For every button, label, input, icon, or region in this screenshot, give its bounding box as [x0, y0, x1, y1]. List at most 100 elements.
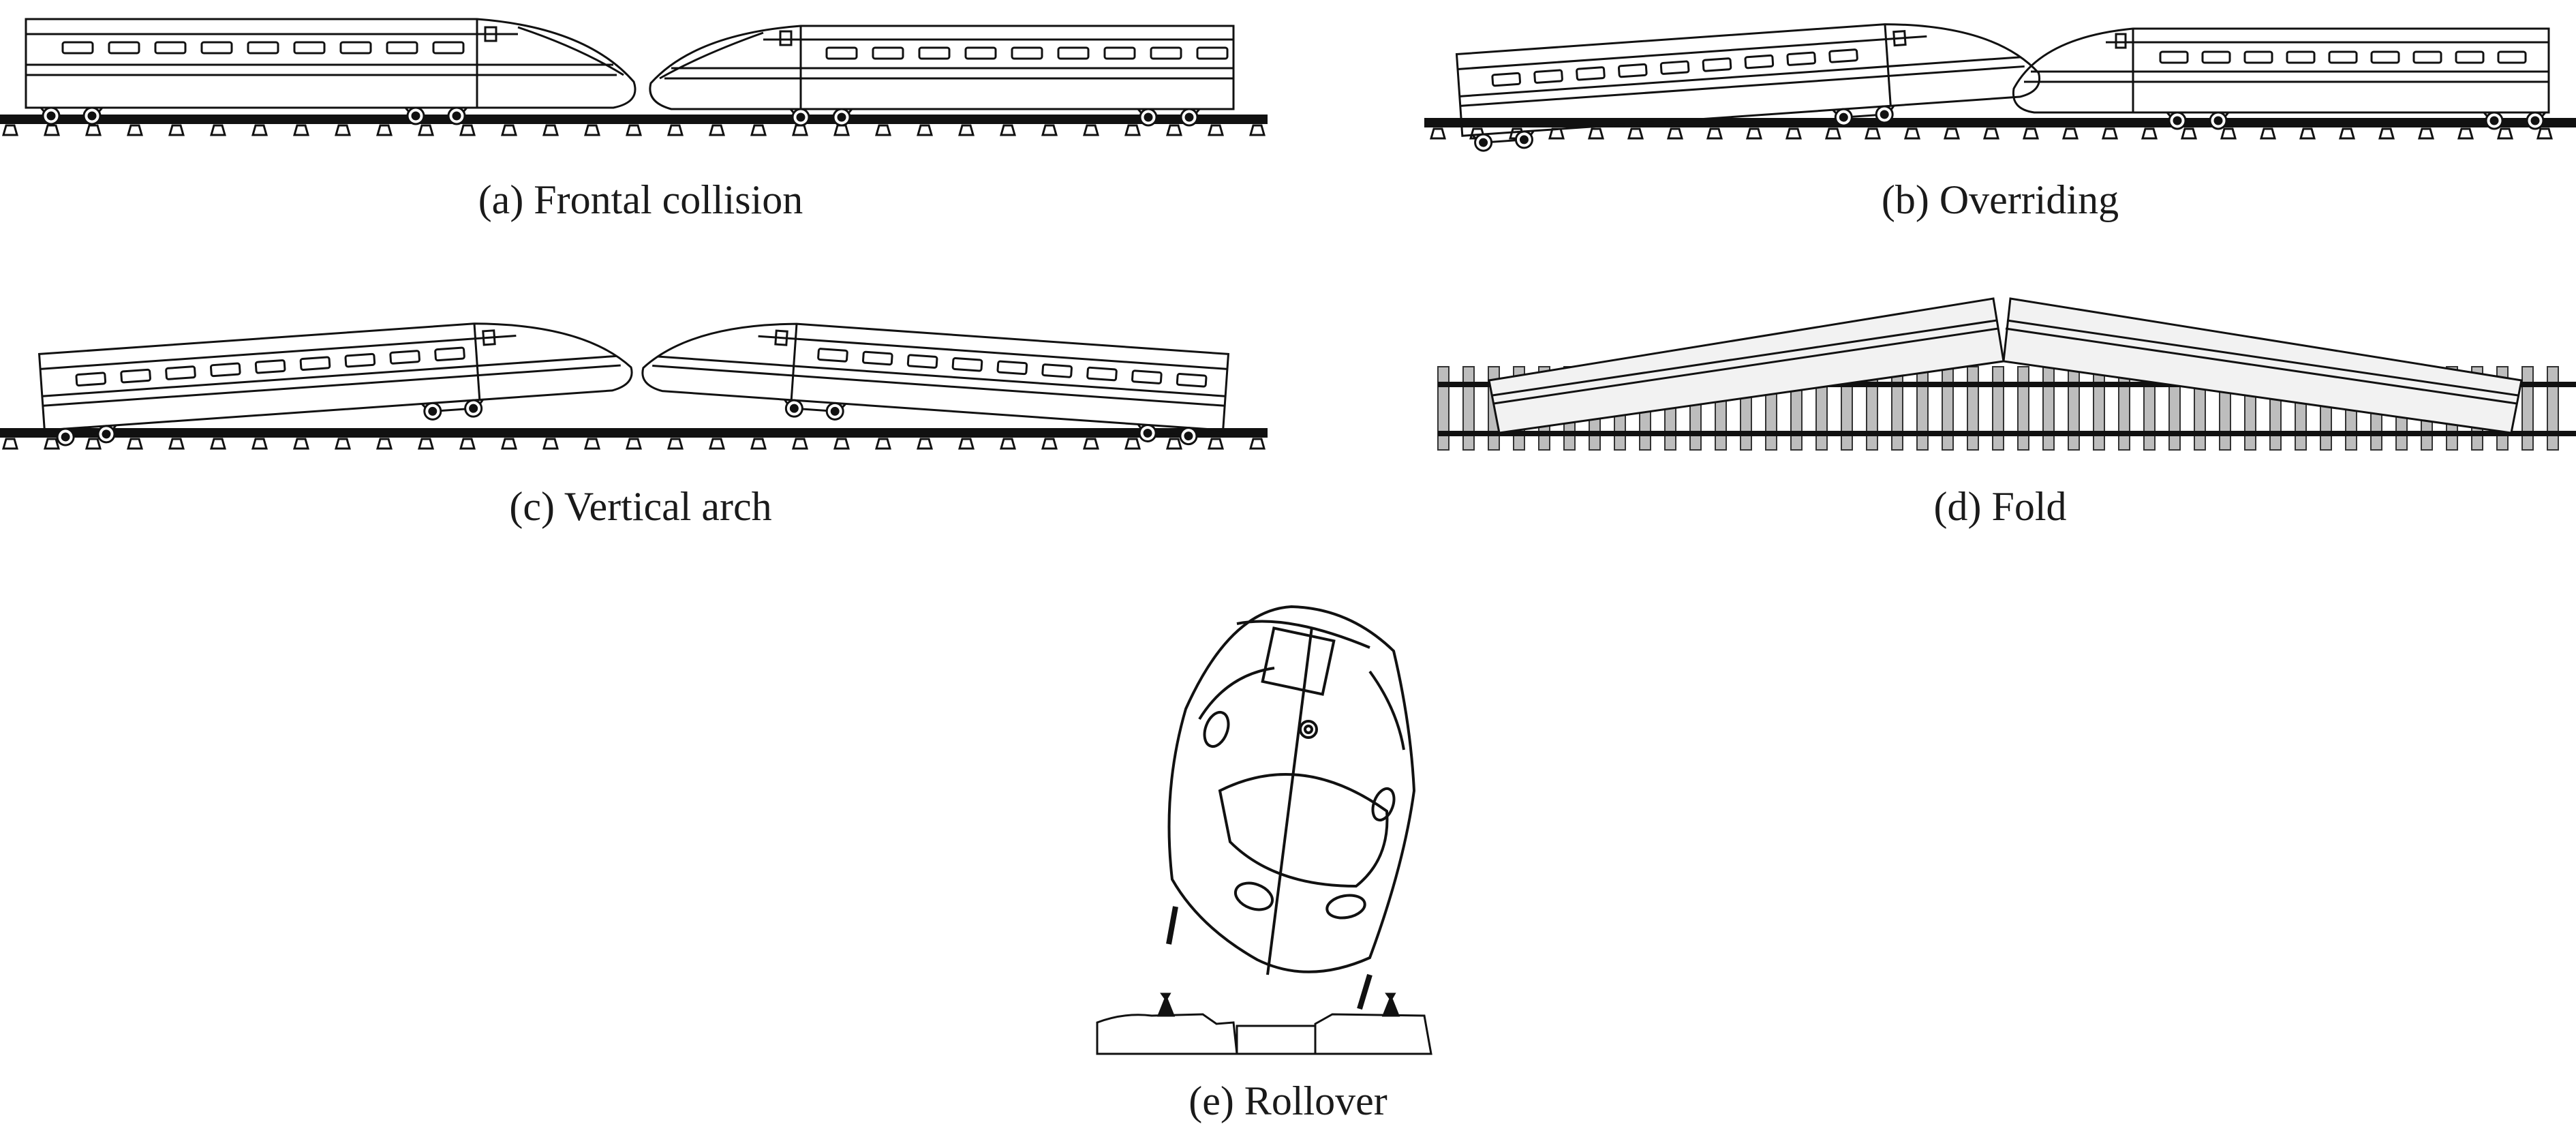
window — [209, 362, 241, 378]
window-row — [1491, 48, 1858, 87]
sleeper — [1249, 438, 1266, 450]
sleeper — [168, 124, 185, 136]
wheel-hub — [61, 432, 70, 442]
window — [299, 356, 331, 371]
sleeper — [1249, 124, 1266, 136]
window — [817, 348, 848, 363]
sleeper — [44, 438, 60, 450]
wheel-hub — [789, 404, 799, 413]
wheel-hub — [2489, 116, 2499, 125]
sleeper — [958, 438, 975, 450]
rail — [1424, 118, 2576, 127]
bogie — [2483, 111, 2547, 130]
tie — [1967, 366, 1979, 451]
window — [434, 346, 465, 362]
sleeper — [875, 124, 891, 136]
car-fold-right — [2002, 297, 2523, 434]
rail-lower — [1438, 431, 2576, 436]
sleeper — [127, 438, 143, 450]
sleeper — [85, 124, 102, 136]
window — [2159, 50, 2189, 64]
window — [1086, 366, 1118, 382]
tie — [2093, 366, 2105, 451]
window — [2286, 50, 2316, 64]
window — [1617, 63, 1648, 78]
sleeper — [2023, 127, 2039, 140]
tie — [1916, 366, 1929, 451]
wheel-hub — [1184, 112, 1194, 122]
sleeper — [1000, 438, 1016, 450]
sleeper — [127, 124, 143, 136]
wheel-hub — [452, 111, 461, 121]
sleeper — [459, 124, 476, 136]
sleeper — [210, 124, 226, 136]
sleeper — [293, 438, 309, 450]
sleepers — [2, 438, 1266, 450]
sleeper — [1166, 438, 1182, 450]
train-arch-left — [37, 322, 633, 446]
wheel-hub — [837, 112, 846, 122]
sleeper — [2418, 127, 2434, 140]
caption-vertical-arch: (c) Vertical arch — [509, 484, 772, 529]
window — [2328, 50, 2358, 64]
window — [1196, 46, 1229, 60]
bogie — [40, 106, 104, 125]
train-right — [649, 25, 1235, 127]
window — [61, 41, 94, 55]
sleeper — [2457, 127, 2474, 140]
window — [200, 41, 233, 55]
panel-vertical-arch: (c) Vertical arch — [0, 286, 1281, 539]
window — [247, 41, 279, 55]
wheel-hub — [87, 111, 97, 121]
window — [2201, 50, 2231, 64]
tie — [1992, 366, 2004, 451]
sleeper — [1904, 127, 1920, 140]
caption-frontal-collision: (a) Frontal collision — [478, 177, 803, 222]
wheel-hub — [1479, 138, 1488, 147]
sleeper — [2102, 127, 2118, 140]
rail-upper — [1438, 382, 2576, 387]
window — [964, 46, 997, 60]
tie — [2017, 366, 2029, 451]
window-row — [75, 346, 465, 386]
wheel-hub — [2530, 116, 2540, 125]
rollover-illustration — [1096, 605, 1432, 1055]
tie — [1891, 366, 1903, 451]
sleeper — [1944, 127, 1960, 140]
sleeper — [917, 124, 933, 136]
sleeper — [1124, 438, 1141, 450]
sleeper — [2, 438, 18, 450]
sleeper — [875, 438, 891, 450]
window — [2243, 50, 2273, 64]
window — [2370, 50, 2400, 64]
sleeper — [1166, 124, 1182, 136]
sleeper — [584, 438, 600, 450]
wheel-hub — [428, 406, 438, 416]
window-row — [2159, 50, 2527, 64]
sleeper — [626, 438, 642, 450]
sleeper — [2220, 127, 2237, 140]
panel-fold: (d) Fold — [1424, 286, 2576, 539]
sleeper — [709, 438, 725, 450]
window — [951, 357, 983, 372]
window — [254, 359, 286, 374]
bogie — [784, 399, 847, 421]
tie — [2547, 366, 2559, 451]
window — [165, 365, 196, 380]
track — [0, 428, 1268, 450]
bogie — [789, 108, 853, 127]
sleeper — [792, 438, 808, 450]
overriding-illustration — [1424, 23, 2576, 152]
sleeper — [584, 124, 600, 136]
sleeper — [2, 124, 18, 136]
window — [1103, 46, 1136, 60]
train-left — [25, 18, 637, 125]
track — [1424, 118, 2576, 140]
sleeper — [750, 438, 767, 450]
window — [918, 46, 951, 60]
window — [1041, 363, 1073, 378]
window — [1533, 69, 1563, 84]
bogie — [1471, 130, 1535, 152]
sleeper — [1706, 127, 1723, 140]
sleeper — [792, 124, 808, 136]
